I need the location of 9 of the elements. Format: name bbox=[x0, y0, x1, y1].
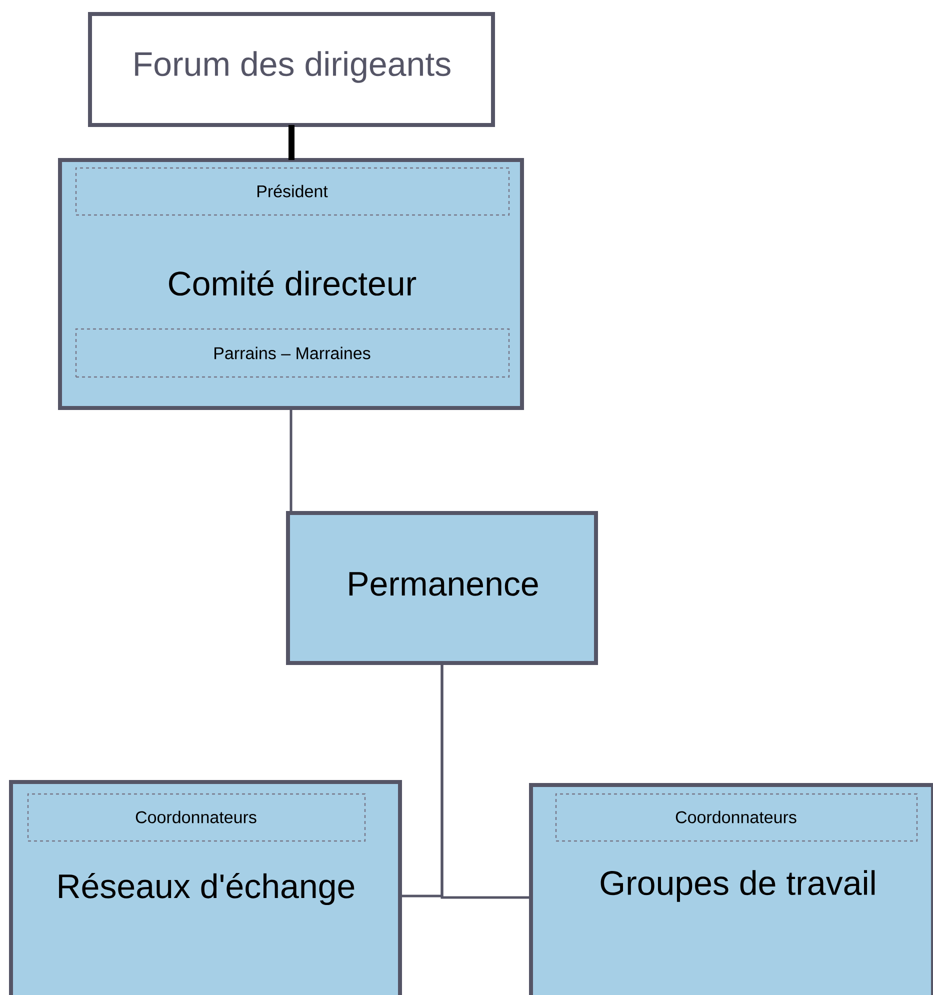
forum-box: Forum des dirigeants bbox=[88, 12, 495, 127]
connector-line bbox=[290, 408, 292, 513]
org-box: Permanence bbox=[286, 511, 598, 665]
connector-line bbox=[288, 125, 294, 160]
connector-line bbox=[440, 663, 531, 899]
role-box: Coordonnateurs bbox=[555, 793, 918, 842]
role-box: Président bbox=[75, 167, 510, 216]
role-box: Parrains – Marraines bbox=[75, 328, 510, 378]
role-box: Coordonnateurs bbox=[27, 793, 366, 842]
